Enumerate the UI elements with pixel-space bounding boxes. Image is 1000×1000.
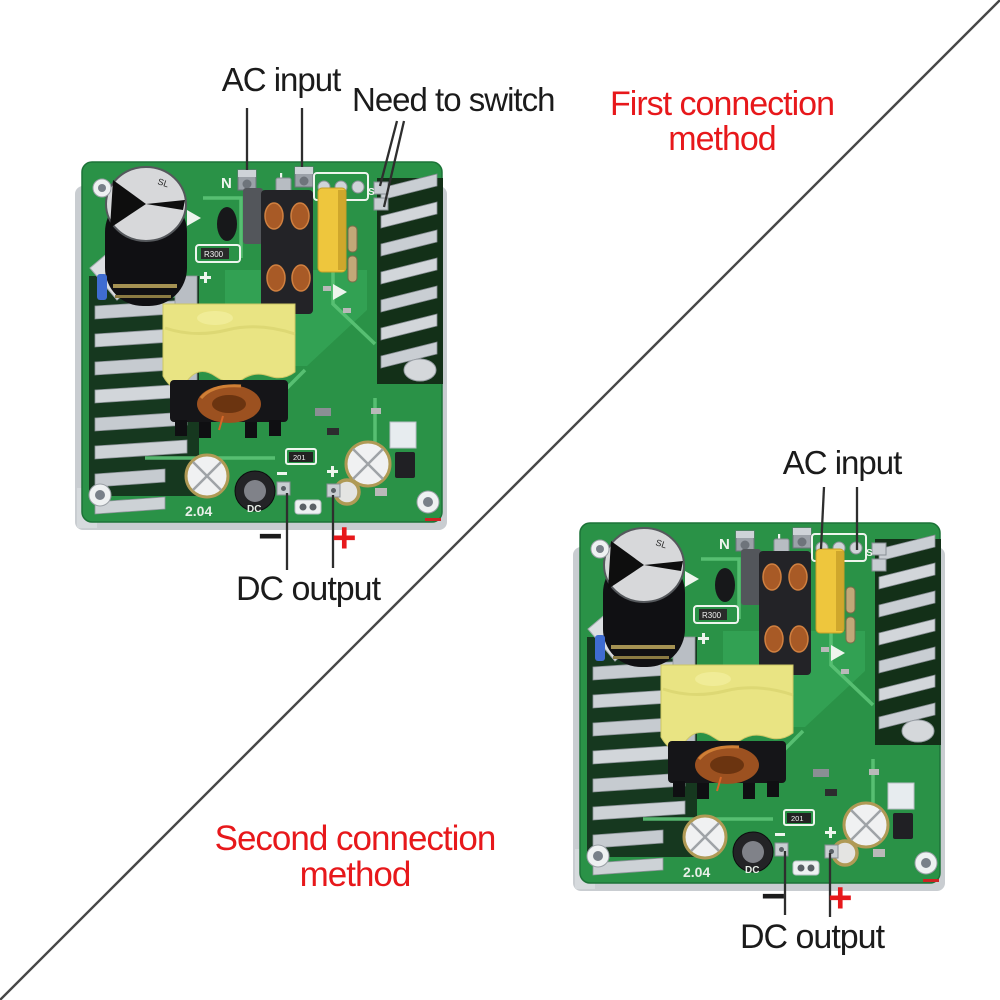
leader-switch-b <box>382 120 406 208</box>
leader-lines <box>245 108 859 917</box>
leader-ac2-a <box>819 486 826 550</box>
label-second-method: Second connection method <box>200 819 510 895</box>
label-first-method: First connection method <box>582 85 862 159</box>
second-method-line2: method <box>299 855 412 895</box>
label-dc-output-2: DC output <box>739 918 885 956</box>
label-plus-2: + <box>828 874 853 921</box>
second-method-line1: Second connection <box>214 819 497 858</box>
label-minus-1: − <box>258 512 283 559</box>
label-plus-1: + <box>332 514 357 561</box>
leader-switch-a <box>378 120 399 187</box>
label-need-to-switch: Need to switch <box>352 81 555 118</box>
label-dc-output-1: DC output <box>235 570 381 608</box>
first-method-line2: method <box>668 120 776 159</box>
first-method-line1: First connection <box>610 85 835 123</box>
label-ac-input-2: AC input <box>782 444 903 481</box>
label-minus-2: − <box>761 872 786 919</box>
label-ac-input-1: AC input <box>221 61 342 98</box>
